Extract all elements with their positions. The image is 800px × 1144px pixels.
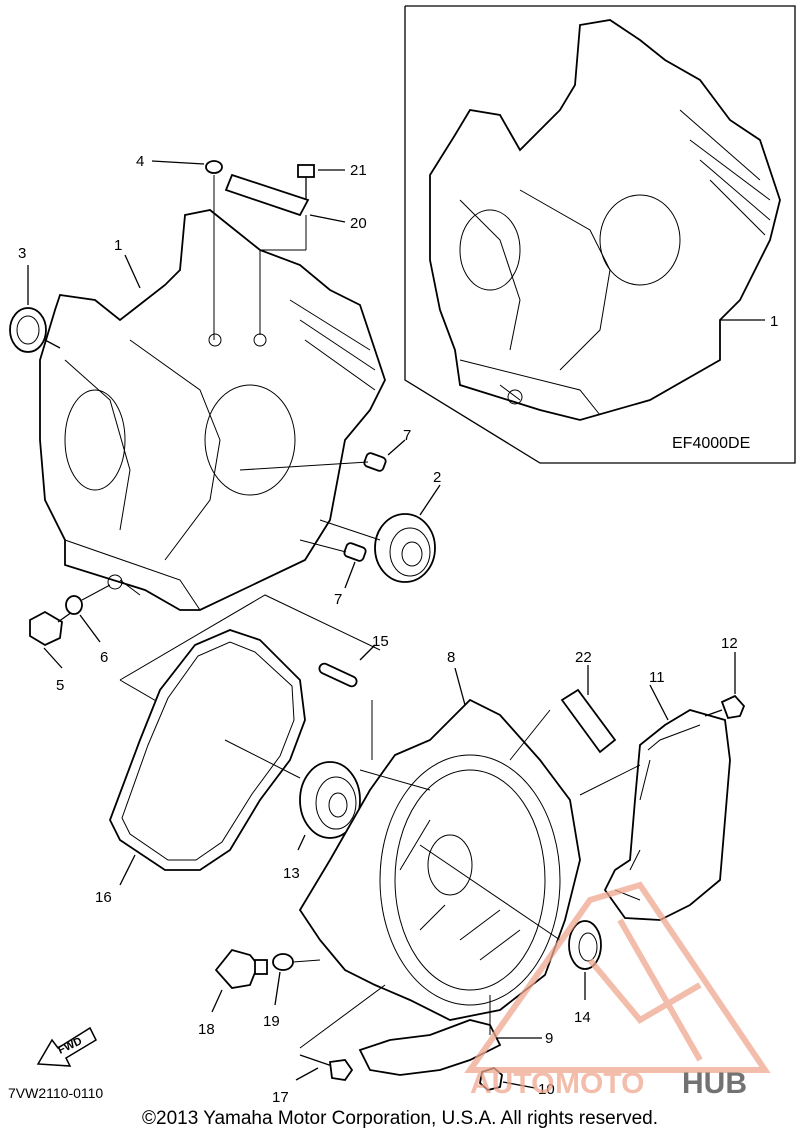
oring-19: [272, 953, 294, 971]
fwd-arrow-icon: FWD: [36, 1026, 97, 1067]
callout-6: 6: [100, 649, 108, 666]
callout-20: 20: [350, 215, 367, 232]
callout-2: 2: [433, 469, 441, 486]
callout-1-inset: 1: [770, 313, 778, 330]
callout-9: 9: [545, 1030, 553, 1047]
cover-11: [603, 709, 731, 921]
bearing-13: [299, 761, 361, 839]
callout-8: 8: [447, 649, 455, 666]
callout-16: 16: [95, 889, 112, 906]
callout-1: 1: [114, 237, 122, 254]
callout-3: 3: [18, 245, 26, 262]
plate-9: [358, 1019, 502, 1076]
watermark-moto: MOTO: [555, 1067, 644, 1100]
callout-4: 4: [136, 153, 144, 170]
dowel-pin-7b: [343, 542, 367, 562]
callout-5: 5: [56, 677, 64, 694]
callout-7a: 7: [403, 427, 411, 444]
watermark-auto: AUTO: [470, 1067, 554, 1100]
variant-inset: [404, 5, 796, 464]
bolt-17: [299, 1054, 354, 1081]
callout-10: 10: [538, 1081, 555, 1098]
callout-19: 19: [263, 1013, 280, 1030]
plug-18: [214, 948, 268, 989]
callout-15: 15: [372, 633, 389, 650]
callout-7b: 7: [334, 591, 342, 608]
oil-seal-14: [568, 920, 602, 970]
watermark-hub: HUB: [682, 1067, 747, 1100]
callout-18: 18: [198, 1021, 215, 1038]
callout-17: 17: [272, 1089, 289, 1106]
bolt-12: [704, 694, 746, 720]
model-label: EF4000DE: [672, 435, 750, 452]
bearing-2: [374, 513, 436, 583]
drain-bolt-5: [29, 610, 73, 647]
copyright-notice: ©2013 Yamaha Motor Corporation, U.S.A. A…: [142, 1108, 658, 1129]
watermark-logo: AUTO MOTO HUB: [464, 881, 771, 1100]
callout-11: 11: [649, 669, 665, 686]
crankcase-cover-8: [298, 698, 581, 1021]
pin-15: [318, 662, 358, 688]
callout-12: 12: [721, 635, 738, 652]
washer-6: [65, 595, 83, 615]
callout-21: 21: [350, 162, 367, 179]
callout-13: 13: [283, 865, 300, 882]
callout-14: 14: [574, 1009, 591, 1026]
diagram-part-number: 7VW2110-0110: [8, 1085, 103, 1101]
gasket-16: [109, 629, 306, 871]
washer-4: [205, 160, 223, 174]
oil-seal-3: [9, 307, 47, 353]
bolt-21: [297, 164, 315, 200]
decal-22: [560, 688, 617, 754]
dowel-pin-7a: [363, 452, 387, 472]
plate-20: [224, 173, 310, 217]
crankcase-main: [39, 209, 386, 611]
callout-22: 22: [575, 649, 592, 666]
